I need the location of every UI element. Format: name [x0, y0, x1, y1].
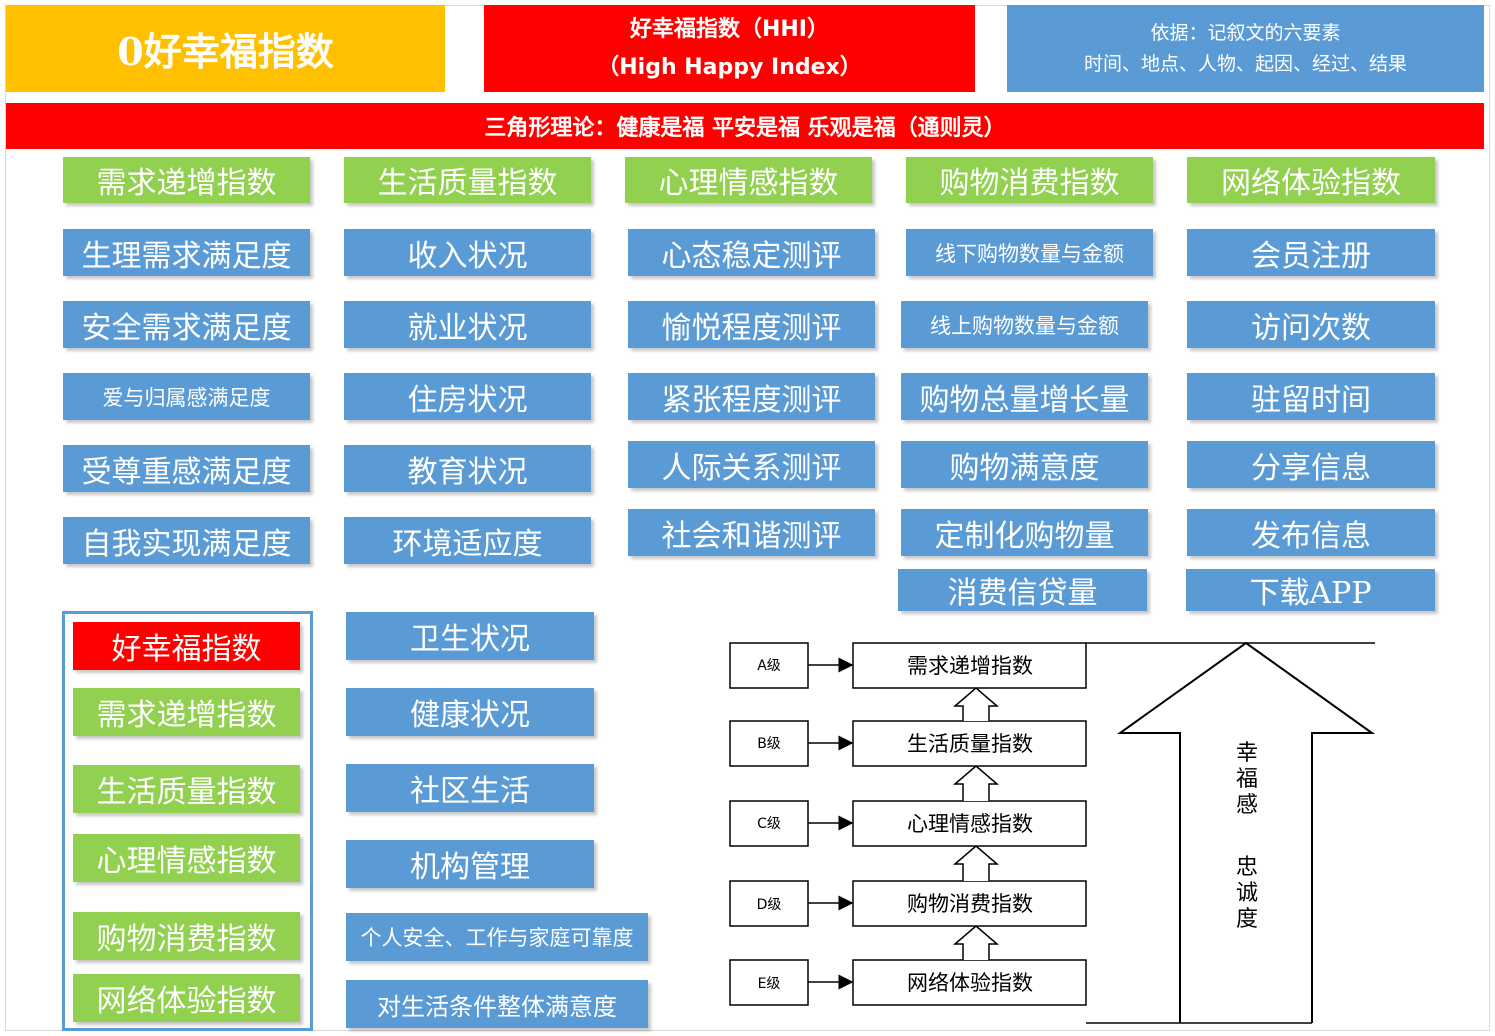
column-header-network: 网络体验指数 [1187, 157, 1435, 203]
shopping-item: 消费信贷量 [898, 569, 1147, 611]
level-up-arrow-icon [952, 845, 1000, 881]
grade-box [729, 880, 809, 927]
legend-item: 需求递增指数 [73, 688, 300, 736]
page-title: 0好幸福指数 [6, 5, 445, 92]
life-quality-item: 健康状况 [346, 688, 594, 736]
life-quality-item: 机构管理 [346, 840, 594, 888]
network-item: 会员注册 [1187, 229, 1435, 276]
legend-title: 好幸福指数 [73, 622, 300, 670]
arrow-char: 感 [1236, 793, 1258, 818]
legend-item: 网络体验指数 [73, 974, 300, 1022]
index-box [852, 800, 1087, 847]
shopping-item: 线下购物数量与金额 [906, 229, 1153, 276]
grade-box [729, 959, 809, 1006]
life-quality-item: 环境适应度 [344, 517, 591, 564]
life-quality-item: 收入状况 [344, 229, 591, 276]
column-header-demand: 需求递增指数 [63, 157, 310, 203]
level-up-arrow-icon [952, 687, 1000, 721]
loyalty-arrow-icon [1116, 641, 1376, 1023]
hhi-title-line1: 好幸福指数（HHI） [629, 16, 829, 42]
demand-item: 自我实现满足度 [63, 517, 310, 564]
theory-text: 三角形理论：健康是福 平安是福 乐观是福（通则灵） [484, 115, 1006, 141]
emotion-item: 愉悦程度测评 [628, 301, 875, 348]
emotion-item: 社会和谐测评 [628, 509, 875, 556]
life-quality-item: 住房状况 [344, 373, 591, 420]
legend-item: 购物消费指数 [73, 912, 300, 960]
legend-panel [62, 611, 313, 1031]
basis-box: 依据：记叙文的六要素 时间、地点、人物、起因、经过、结果 [1007, 5, 1484, 92]
level-c: C级 心理情感指数 [729, 800, 1087, 847]
level-d: D级 购物消费指数 [729, 880, 1087, 927]
life-quality-item: 对生活条件整体满意度 [346, 980, 648, 1028]
network-item: 访问次数 [1187, 301, 1435, 348]
arrow-char: 忠 [1236, 855, 1258, 880]
basis-line1: 依据：记叙文的六要素 [1150, 21, 1341, 44]
column-header-shopping: 购物消费指数 [906, 157, 1153, 203]
arrow-char: 诚 [1236, 881, 1258, 906]
life-quality-item: 卫生状况 [346, 612, 594, 660]
life-quality-item: 个人安全、工作与家庭可靠度 [346, 913, 648, 961]
level-up-arrow-icon [952, 925, 1000, 960]
grade-label: D级 [757, 897, 782, 913]
index-box [852, 959, 1087, 1006]
grade-box [729, 642, 809, 689]
level-a: A级 需求递增指数 [729, 642, 1087, 689]
level-b: B级 生活质量指数 [729, 720, 1087, 767]
column-header-life-quality: 生活质量指数 [344, 157, 591, 203]
index-label: 购物消费指数 [907, 892, 1033, 916]
network-item: 下载APP [1186, 569, 1435, 611]
emotion-item: 紧张程度测评 [628, 373, 875, 420]
network-item: 发布信息 [1187, 509, 1435, 556]
grade-label: B级 [757, 736, 781, 752]
emotion-item: 心态稳定测评 [628, 229, 875, 276]
demand-item: 生理需求满足度 [63, 229, 310, 276]
life-quality-item: 社区生活 [346, 764, 594, 812]
arrow-char: 度 [1236, 907, 1258, 932]
index-box [852, 642, 1087, 689]
level-up-arrow-icon [952, 765, 1000, 801]
basis-line2: 时间、地点、人物、起因、经过、结果 [1083, 52, 1407, 75]
demand-item: 受尊重感满足度 [63, 445, 310, 492]
shopping-item: 定制化购物量 [901, 509, 1148, 556]
level-e: E级 网络体验指数 [729, 959, 1087, 1006]
column-header-emotion: 心理情感指数 [625, 157, 872, 203]
index-label: 需求递增指数 [907, 654, 1033, 678]
grade-label: C级 [757, 816, 781, 832]
page-title-text: 0好幸福指数 [117, 29, 334, 74]
arrow-char: 福 [1236, 767, 1258, 792]
grade-label: E级 [758, 976, 781, 992]
shopping-item: 购物总量增长量 [901, 373, 1148, 420]
demand-item: 安全需求满足度 [63, 301, 310, 348]
grade-box [729, 800, 809, 847]
emotion-item: 人际关系测评 [628, 441, 875, 488]
index-box [852, 720, 1087, 767]
arrow-char: 幸 [1236, 741, 1258, 766]
network-item: 驻留时间 [1187, 373, 1435, 420]
shopping-item: 购物满意度 [901, 441, 1148, 488]
hhi-title-box: 好幸福指数（HHI） （High Happy Index） [484, 5, 975, 92]
life-quality-item: 就业状况 [344, 301, 591, 348]
theory-banner: 三角形理论：健康是福 平安是福 乐观是福（通则灵） [6, 103, 1484, 149]
demand-item: 爱与归属感满足度 [63, 373, 310, 420]
index-label: 网络体验指数 [907, 971, 1033, 995]
grade-label: A级 [757, 658, 781, 674]
hhi-title-line2: （High Happy Index） [597, 54, 862, 80]
legend-item: 生活质量指数 [73, 765, 300, 813]
index-label: 生活质量指数 [907, 732, 1033, 756]
legend-item: 心理情感指数 [73, 834, 300, 882]
index-box [852, 880, 1087, 927]
life-quality-item: 教育状况 [344, 445, 591, 492]
index-label: 心理情感指数 [907, 812, 1033, 836]
network-item: 分享信息 [1187, 441, 1435, 488]
shopping-item: 线上购物数量与金额 [901, 301, 1148, 348]
